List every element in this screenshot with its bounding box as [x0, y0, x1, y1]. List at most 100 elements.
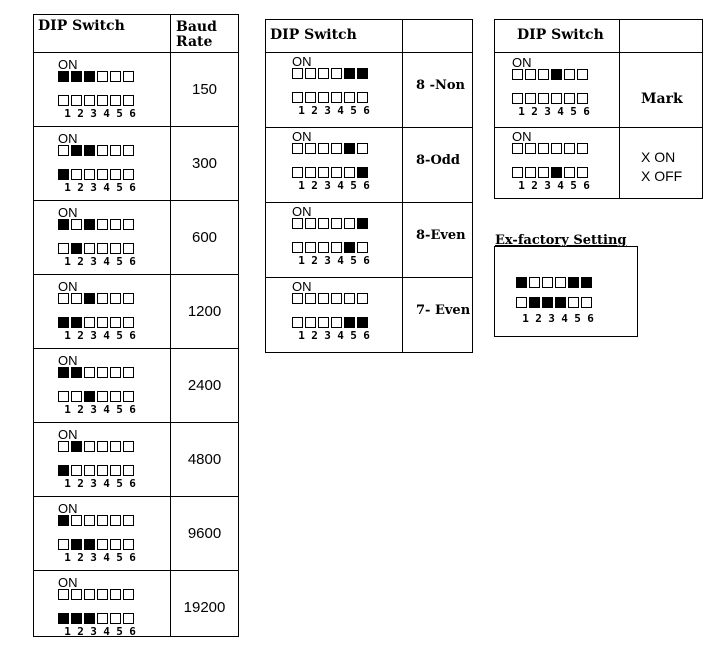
switch-number: 2: [535, 312, 542, 325]
switch-6-bottom: [357, 92, 368, 103]
switch-5-bottom: [568, 297, 579, 308]
on-label: ON: [58, 353, 78, 368]
on-label: ON: [58, 57, 78, 72]
switch-2-top: [525, 69, 536, 80]
switch-4-bottom: [97, 95, 108, 106]
switch-5-bottom: [344, 92, 355, 103]
switch-number: 1: [64, 255, 71, 268]
switch-row-bottom: [292, 242, 368, 254]
switch-4-top: [331, 293, 342, 304]
switch-number: 3: [90, 477, 97, 490]
switch-6-bottom: [123, 391, 134, 402]
switch-6-top: [123, 219, 134, 230]
switch-1-top: [512, 143, 523, 154]
switch-number: 1: [518, 179, 525, 192]
switch-1-bottom: [58, 465, 69, 476]
switch-4-bottom: [551, 93, 562, 104]
switch-2-bottom: [525, 167, 536, 178]
switch-3-bottom: [84, 539, 95, 550]
switch-5-top: [344, 68, 355, 79]
switch-1-bottom: [292, 167, 303, 178]
switch-5-bottom: [344, 317, 355, 328]
switch-1-bottom: [292, 317, 303, 328]
switch-number: 5: [116, 107, 123, 120]
switch-number: 6: [363, 254, 370, 267]
switch-2-bottom: [71, 613, 82, 624]
switch-number: 6: [583, 179, 590, 192]
switch-3-bottom: [84, 317, 95, 328]
baud-header-rate: Baud Rate: [176, 19, 217, 50]
parity-value: 8-Odd: [416, 153, 460, 168]
switch-number: 5: [116, 255, 123, 268]
switch-5-bottom: [110, 243, 121, 254]
switch-1-top: [58, 367, 69, 378]
switch-2-top: [71, 515, 82, 526]
switch-4-top: [97, 71, 108, 82]
switch-number: 4: [103, 403, 110, 416]
switch-row-top: [58, 589, 134, 601]
switch-6-top: [581, 277, 592, 288]
switch-number: 4: [337, 329, 344, 342]
switch-2-bottom: [305, 92, 316, 103]
switch-number: 3: [90, 625, 97, 638]
switch-number: 5: [116, 551, 123, 564]
switch-4-top: [551, 143, 562, 154]
switch-number: 2: [311, 254, 318, 267]
switch-3-top: [318, 293, 329, 304]
switch-row-top: [512, 143, 588, 155]
parity-value: 8-Even: [416, 228, 466, 243]
switch-3-top: [84, 145, 95, 156]
switch-5-top: [110, 441, 121, 452]
switch-3-bottom: [318, 92, 329, 103]
switch-5-bottom: [564, 167, 575, 178]
on-label: ON: [58, 501, 78, 516]
switch-number: 2: [311, 179, 318, 192]
switch-6-bottom: [577, 93, 588, 104]
switch-4-bottom: [97, 613, 108, 624]
switch-number: 3: [324, 329, 331, 342]
switch-number: 5: [116, 403, 123, 416]
switch-number: 2: [77, 477, 84, 490]
switch-1-top: [58, 441, 69, 452]
switch-number: 2: [311, 329, 318, 342]
switch-number: 5: [116, 181, 123, 194]
switch-number: 5: [350, 329, 357, 342]
switch-row-top: [58, 441, 134, 453]
switch-2-top: [71, 293, 82, 304]
switch-6-bottom: [357, 242, 368, 253]
switch-4-bottom: [331, 167, 342, 178]
switch-3-top: [84, 589, 95, 600]
switch-number: 6: [363, 329, 370, 342]
switch-1-bottom: [58, 613, 69, 624]
switch-number: 5: [350, 254, 357, 267]
switch-number: 3: [90, 107, 97, 120]
switch-3-bottom: [84, 169, 95, 180]
switch-3-bottom: [84, 465, 95, 476]
switch-number: 6: [129, 181, 136, 194]
switch-row-bottom: [516, 297, 592, 309]
switch-number: 3: [90, 255, 97, 268]
switch-row-top: [292, 68, 368, 80]
switch-row-top: [58, 219, 134, 231]
switch-6-bottom: [357, 317, 368, 328]
on-label: ON: [512, 55, 532, 70]
switch-1-top: [292, 143, 303, 154]
switch-number: 4: [337, 104, 344, 117]
switch-row-bottom: [58, 317, 134, 329]
switch-4-top: [555, 277, 566, 288]
switch-3-top: [542, 277, 553, 288]
switch-5-top: [110, 293, 121, 304]
switch-5-top: [110, 515, 121, 526]
switch-3-top: [318, 218, 329, 229]
switch-number: 5: [570, 105, 577, 118]
switch-number: 2: [77, 181, 84, 194]
